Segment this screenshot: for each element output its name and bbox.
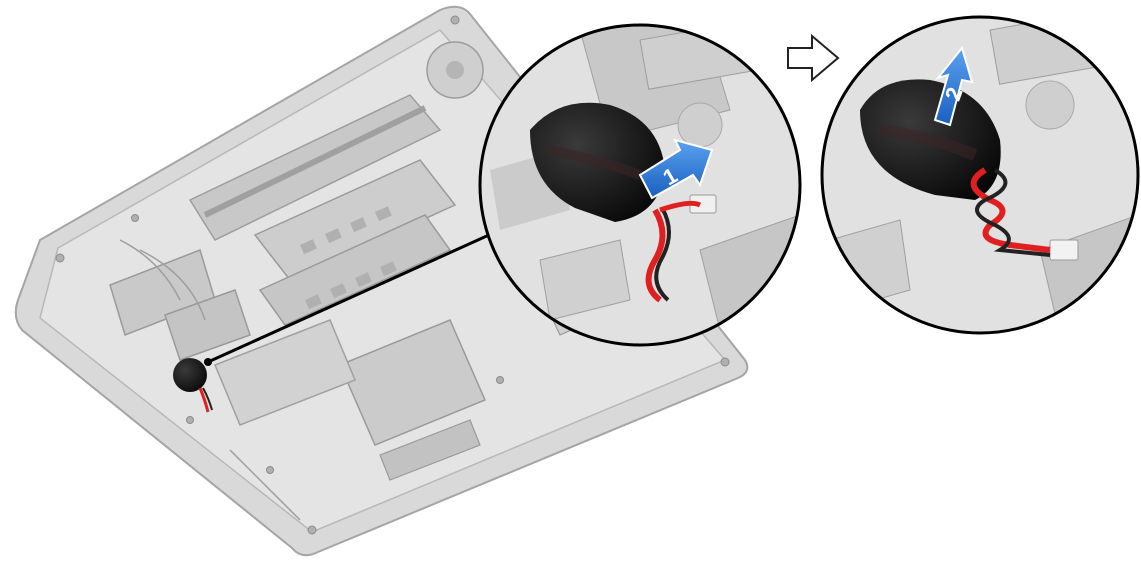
coin-cell-battery-installed xyxy=(173,358,213,413)
speaker xyxy=(379,419,481,481)
outline-arrow-right-icon xyxy=(787,33,840,83)
arrow-right-icon xyxy=(638,138,714,200)
arrow-up-icon xyxy=(933,45,974,127)
screws xyxy=(55,15,730,535)
fan-hub xyxy=(446,61,464,79)
battery-cable xyxy=(645,208,666,303)
memory-chips xyxy=(300,206,397,310)
ssd xyxy=(339,319,486,446)
wwan-card xyxy=(164,289,251,361)
callout-line xyxy=(207,228,501,364)
callout-point xyxy=(204,358,212,366)
memory-module-2 xyxy=(258,214,452,326)
cables xyxy=(119,239,301,521)
battery-cable-twisted xyxy=(970,167,1051,253)
zoom-step-2: 2 xyxy=(820,15,1140,335)
battery-connector-plate xyxy=(214,319,356,426)
heat-pipe xyxy=(203,105,427,218)
zoom-step-1: 1 xyxy=(478,23,802,347)
